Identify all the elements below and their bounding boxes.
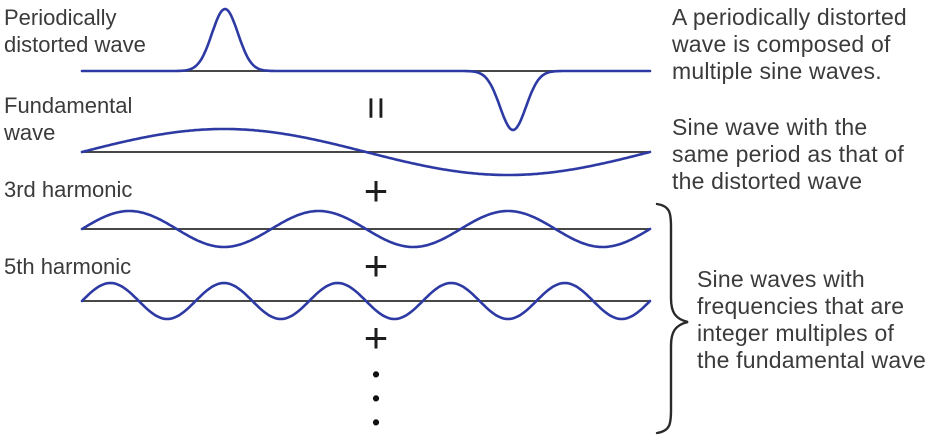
dot: • (371, 385, 381, 411)
grouping-brace (655, 202, 689, 435)
waveform-fifth-harmonic (80, 281, 652, 321)
waveform-fundamental-wave (80, 127, 652, 177)
waveform-periodically-distorted-wave (80, 7, 652, 132)
label-5th-harmonic: 5th harmonic (4, 254, 132, 279)
waveform-third-harmonic (80, 209, 652, 249)
label-fundamental-wave: Fundamental wave (4, 93, 133, 145)
dot: • (371, 361, 381, 387)
label-periodically-distorted-wave: Periodically distorted wave (4, 5, 146, 57)
plus-sign: + (363, 314, 389, 361)
dot: • (371, 409, 381, 435)
plus-sign: + (363, 167, 389, 214)
continuation-dots: • • • (368, 362, 384, 434)
annotation-composed-of-sine-waves: A periodically distorted wave is compose… (672, 4, 907, 84)
label-3rd-harmonic: 3rd harmonic (4, 177, 133, 202)
annotation-same-period: Sine wave with the same period as that o… (672, 114, 904, 194)
equals-sign: = (354, 96, 398, 120)
plus-sign: + (363, 242, 389, 289)
annotation-integer-multiples: Sine waves with frequencies that are int… (697, 266, 927, 373)
